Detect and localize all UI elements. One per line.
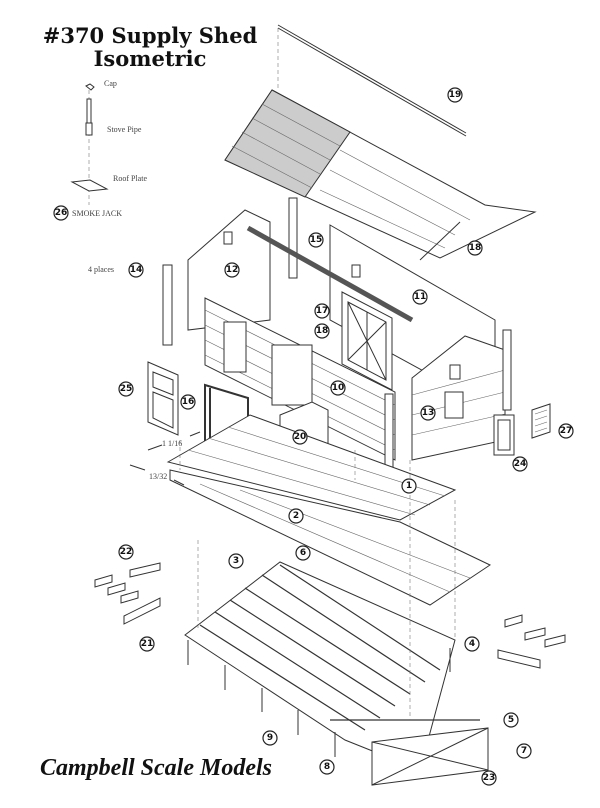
callout-number: 9	[267, 733, 273, 743]
smoke-jack-part	[70, 83, 109, 205]
callout-number: 1	[406, 481, 412, 491]
dimension-1: 1 1/16	[162, 439, 183, 448]
callout-24: 24	[512, 456, 528, 472]
callout-25: 25	[118, 381, 134, 397]
label-cap: Cap	[104, 79, 117, 88]
label-smoke-jack: SMOKE JACK	[72, 209, 123, 218]
callout-11: 11	[412, 289, 428, 305]
brand-logo: Campbell Scale Models	[40, 755, 272, 781]
callout-number: 6	[300, 548, 306, 558]
callout-18: 18	[314, 323, 330, 339]
callout-number: 5	[508, 715, 514, 725]
callout-3: 3	[228, 553, 244, 569]
callout-5: 5	[503, 712, 519, 728]
callout-4: 4	[464, 636, 480, 652]
callout-number: 23	[483, 773, 496, 783]
callout-number: 11	[414, 292, 427, 302]
callout-14: 14	[128, 262, 144, 278]
beam-15	[246, 225, 414, 323]
callout-number: 16	[182, 397, 195, 407]
diagram-title: #370 Supply Shed	[42, 23, 258, 48]
callout-17: 17	[314, 303, 330, 319]
callout-12: 12	[224, 262, 240, 278]
label-four-places: 4 places	[88, 265, 114, 274]
callout-number: 2	[293, 511, 299, 521]
roof-part	[224, 89, 537, 261]
callout-number: 17	[316, 306, 329, 316]
callout-number: 12	[226, 265, 239, 275]
callout-number: 18	[469, 243, 482, 253]
callout-number: 15	[310, 235, 323, 245]
door-25	[147, 361, 179, 436]
callout-27: 27	[558, 423, 574, 439]
callout-2: 2	[288, 508, 304, 524]
label-stove-pipe: Stove Pipe	[107, 125, 142, 134]
callout-13: 13	[420, 405, 436, 421]
assembly-guides	[179, 440, 456, 720]
callout-15: 15	[308, 232, 324, 248]
callout-9: 9	[262, 730, 278, 746]
sliding-door	[341, 291, 393, 391]
deck-2	[169, 469, 492, 606]
callout-8: 8	[319, 759, 335, 775]
vent-27	[531, 403, 551, 439]
callout-number: 22	[120, 547, 133, 557]
callout-number: 26	[55, 208, 68, 218]
callout-20: 20	[292, 429, 308, 445]
callout-16: 16	[180, 394, 196, 410]
callout-19: 19	[447, 87, 463, 103]
callout-number: 10	[332, 383, 345, 393]
ridge-cap-part	[277, 24, 467, 137]
floor-framing	[184, 561, 489, 786]
corner-posts	[162, 197, 512, 475]
callout-7: 7	[516, 743, 532, 759]
callout-number: 14	[130, 265, 143, 275]
callout-number: 13	[422, 408, 435, 418]
floor-1	[166, 414, 457, 521]
callout-21: 21	[139, 636, 155, 652]
end-wall-13	[411, 335, 506, 461]
callout-number: 4	[469, 639, 475, 649]
callout-1: 1	[401, 478, 417, 494]
callout-number: 27	[560, 426, 573, 436]
callout-number: 8	[324, 762, 330, 772]
callout-10: 10	[330, 380, 346, 396]
callout-6: 6	[295, 545, 311, 561]
callout-26: 26	[53, 205, 69, 221]
callout-number: 24	[514, 459, 527, 469]
callout-number: 7	[521, 746, 527, 756]
callout-22: 22	[118, 544, 134, 560]
callout-number: 3	[233, 556, 239, 566]
callout-18: 18	[467, 240, 483, 256]
callout-number: 25	[120, 384, 133, 394]
steps-right	[497, 614, 566, 669]
steps-left	[94, 562, 161, 625]
front-wall	[204, 297, 396, 461]
callout-number: 21	[141, 639, 154, 649]
callout-number: 19	[449, 90, 462, 100]
dimension-arrows	[129, 431, 201, 486]
diagram-subtitle: Isometric	[93, 46, 207, 71]
window-24	[493, 414, 515, 456]
label-roof-plate: Roof Plate	[113, 174, 147, 183]
callout-number: 20	[294, 432, 307, 442]
dimension-2: 13/32	[149, 472, 168, 481]
callout-number: 18	[316, 326, 329, 336]
callout-23: 23	[481, 770, 497, 786]
